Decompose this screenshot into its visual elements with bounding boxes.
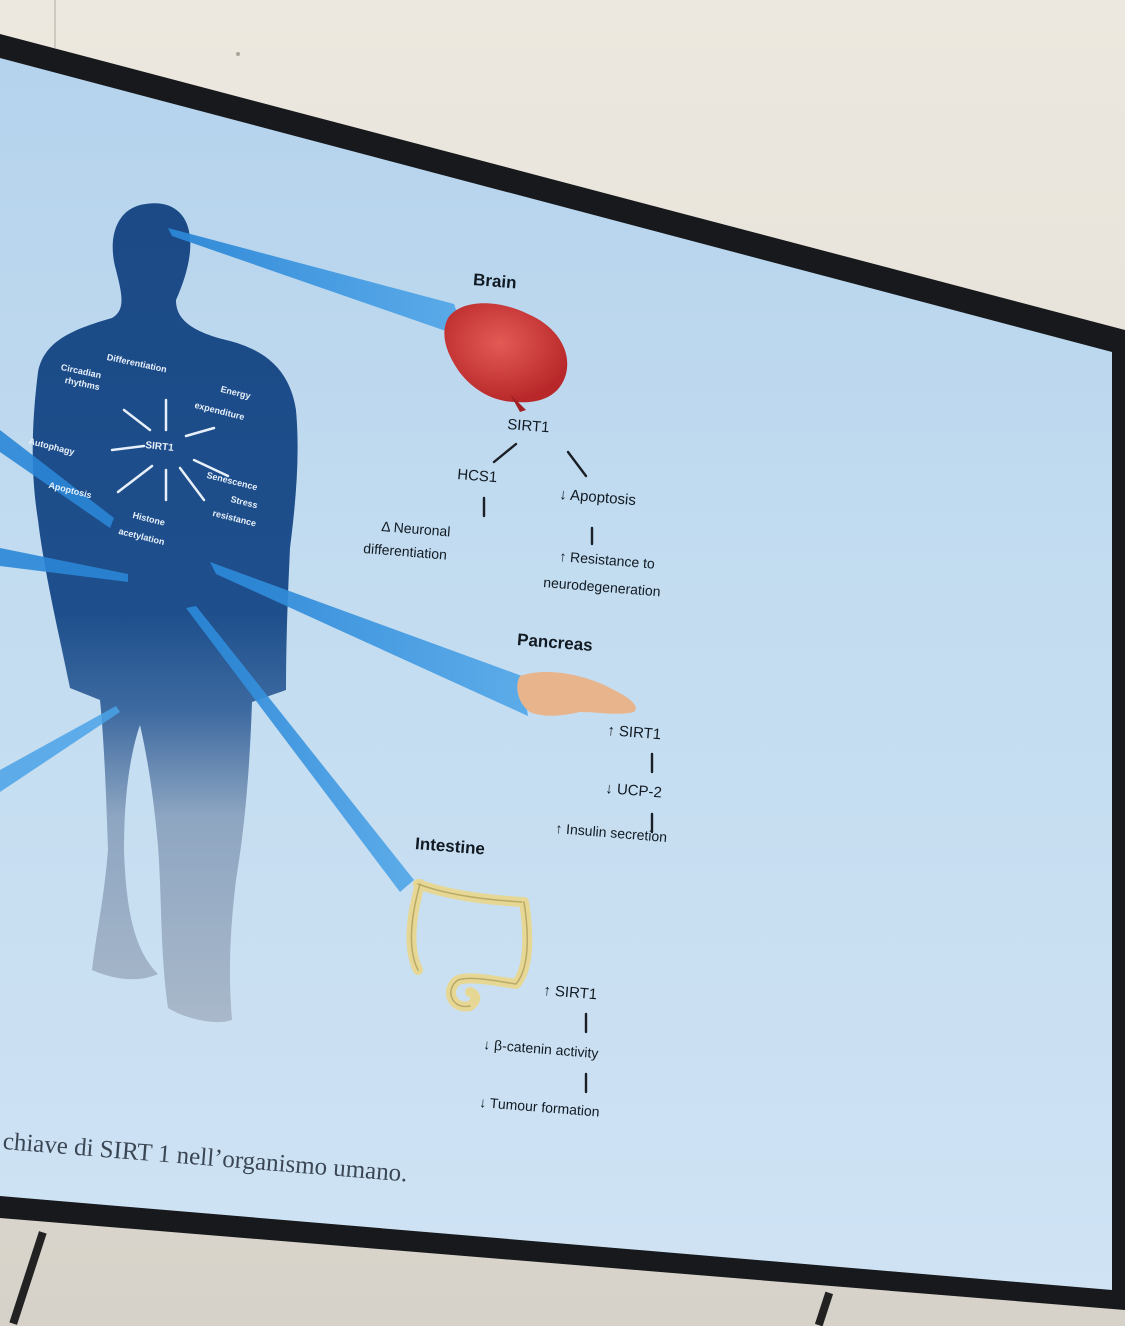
pancreas-illustration xyxy=(517,672,636,716)
brain-illustration xyxy=(444,303,567,402)
beam-left-3 xyxy=(0,706,120,792)
human-silhouette xyxy=(33,203,298,1022)
intestine-illustration xyxy=(411,884,527,1007)
brain-sirt1: SIRT1 xyxy=(507,416,550,436)
brain-hcs1: HCS1 xyxy=(457,466,498,486)
organ-label-brain: Brain xyxy=(472,270,517,293)
beam-brain xyxy=(168,228,466,338)
